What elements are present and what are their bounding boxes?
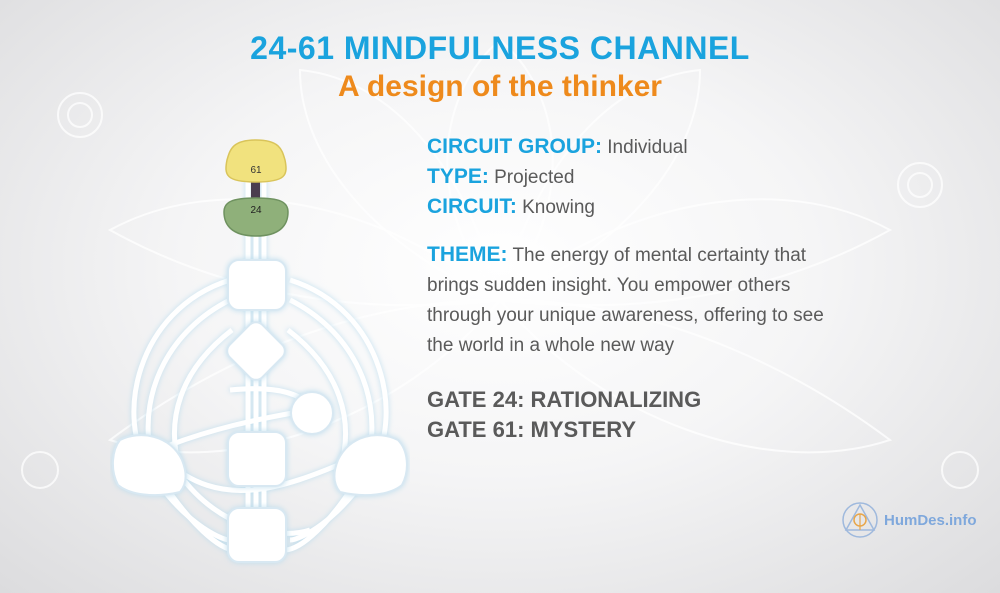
ajna-center	[223, 197, 289, 237]
solar-plexus-center	[333, 434, 408, 497]
spleen-center	[112, 434, 187, 497]
gate-61-label: 61	[250, 165, 262, 176]
type-value: Projected	[494, 167, 575, 188]
logo-icon	[842, 502, 878, 538]
gate-24-label: 24	[250, 205, 262, 216]
theme-paragraph: THEME: The energy of mental certainty th…	[427, 240, 827, 361]
gate-61: GATE 61: MYSTERY	[427, 417, 637, 442]
throat-center	[227, 259, 287, 311]
gates-list: GATE 24: RATIONALIZING GATE 61: MYSTERY	[427, 385, 827, 445]
info-panel: CIRCUIT GROUP: Individual TYPE: Projecte…	[427, 132, 827, 445]
circuit-label: CIRCUIT:	[427, 195, 517, 218]
channel-24-61	[251, 182, 260, 204]
sacral-center	[227, 431, 287, 487]
circuit-row: CIRCUIT: Knowing	[427, 192, 827, 222]
bodygraph-diagram: 61 24	[112, 139, 408, 563]
heart-center	[290, 391, 334, 435]
logo-text: HumDes.info	[884, 511, 977, 529]
root-center	[227, 507, 287, 563]
type-label: TYPE:	[427, 165, 489, 188]
theme-label: THEME:	[427, 243, 508, 266]
g-center	[226, 321, 286, 381]
circuit-value: Knowing	[522, 197, 595, 218]
bodygraph-centers	[112, 259, 408, 563]
gate-24: GATE 24: RATIONALIZING	[427, 387, 702, 412]
circuit-group-row: CIRCUIT GROUP: Individual	[427, 132, 827, 162]
site-logo[interactable]: HumDes.info	[840, 500, 977, 540]
page-subtitle: A design of the thinker	[338, 70, 662, 103]
theme-text: The energy of mental certainty that brin…	[427, 245, 824, 356]
type-row: TYPE: Projected	[427, 162, 827, 192]
circuit-group-label: CIRCUIT GROUP:	[427, 135, 602, 158]
circuit-group-value: Individual	[607, 137, 688, 158]
head-center	[225, 139, 287, 183]
page-title: 24-61 MINDFULNESS CHANNEL	[250, 30, 750, 66]
